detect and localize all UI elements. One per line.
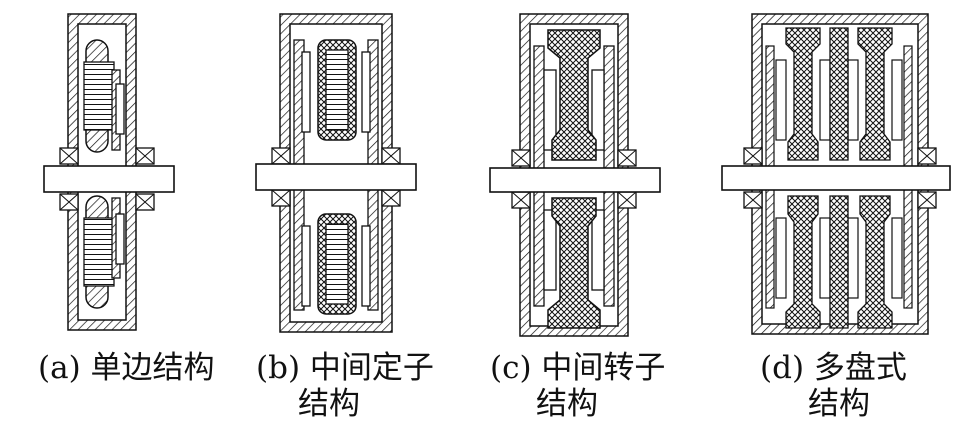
winding-d-2b — [819, 217, 831, 299]
winding-c-br — [591, 209, 605, 291]
rotor-d-2-top — [829, 27, 849, 161]
caption-a-line1: (a) 单边结构 — [38, 350, 215, 386]
winding-d-1t — [775, 59, 787, 141]
shaft-a — [43, 165, 175, 193]
magnet-a-bot — [115, 213, 125, 265]
magnet-b-bl — [301, 225, 311, 307]
housing-d — [751, 13, 929, 335]
winding-d-3t — [847, 59, 859, 141]
winding-a-top — [83, 61, 115, 131]
winding-d-4t — [891, 59, 903, 141]
caption-d-line1: (d) 多盘式 — [760, 350, 907, 386]
winding-d-1b — [775, 217, 787, 299]
winding-c-tr — [591, 69, 605, 151]
winding-d-2t — [819, 59, 831, 141]
shaft-d — [721, 165, 951, 191]
caption-c-line2: 结构 — [536, 386, 598, 422]
winding-c-bl — [543, 209, 557, 291]
magnet-b-tl — [301, 51, 311, 133]
magnet-b-br — [361, 225, 371, 307]
magnet-b-tr — [361, 51, 371, 133]
housing-b — [279, 13, 393, 333]
rotor-c-bot — [547, 197, 601, 329]
shaft-b — [255, 163, 417, 191]
winding-c-tl — [543, 69, 557, 151]
magnet-a-top — [115, 83, 125, 135]
winding-d-4b — [891, 217, 903, 299]
rotor-d-3-top — [857, 27, 893, 161]
stator-b-bot-core — [325, 223, 349, 305]
caption-b-line2: 结构 — [298, 386, 360, 422]
rotor-c-top — [547, 29, 601, 161]
rotor-d-2-bot — [829, 195, 849, 329]
rotor-d-1-top — [785, 27, 821, 161]
figure-c-middle-rotor — [489, 13, 661, 337]
winding-d-3b — [847, 217, 859, 299]
housing-a — [67, 13, 137, 331]
figure-a-single-sided — [43, 13, 175, 331]
winding-a-bot — [83, 217, 115, 287]
rotor-d-3-bot — [857, 195, 893, 329]
caption-c-line1: (c) 中间转子 — [490, 350, 666, 386]
stator-b-top-core — [325, 49, 349, 131]
shaft-c — [489, 167, 661, 193]
figure-d-multi-disc — [721, 13, 951, 335]
caption-b-line1: (b) 中间定子 — [256, 350, 434, 386]
rotor-d-1-bot — [785, 195, 821, 329]
caption-d-line2: 结构 — [808, 386, 870, 422]
housing-c — [519, 13, 629, 337]
figure-b-middle-stator — [255, 13, 417, 333]
